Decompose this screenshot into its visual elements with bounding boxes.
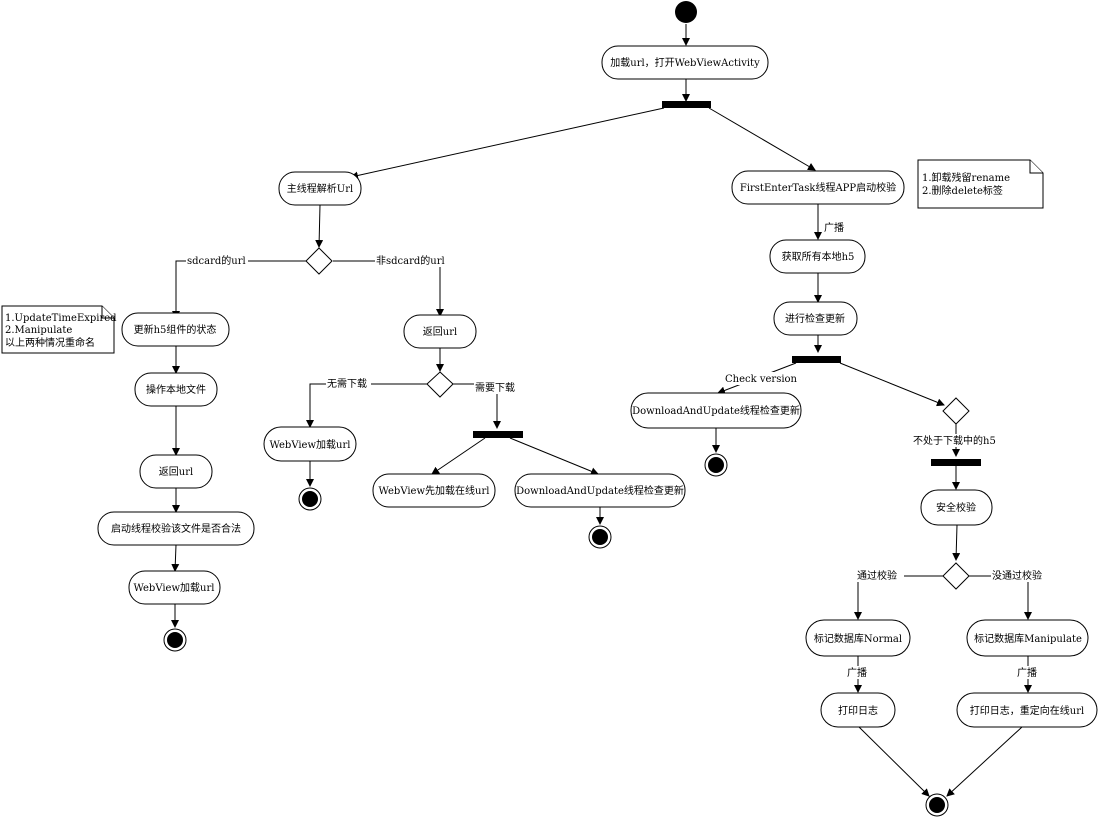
fork-bar-download xyxy=(473,431,523,438)
end-node-download-right xyxy=(704,453,728,477)
action-download-update-right-label: DownloadAndUpdate线程检查更新 xyxy=(632,404,800,417)
action-webview-online-first-label: WebView先加载在线url xyxy=(379,484,490,497)
label-non-sdcard-url: 非sdcard的url xyxy=(376,254,445,267)
action-first-enter-label: FirstEnterTask线程APP启动校验 xyxy=(740,181,896,194)
action-load-url: 加载url，打开WebViewActivity xyxy=(601,45,769,80)
action-print-log-redirect: 打印日志，重定向在线url xyxy=(956,692,1098,728)
action-update-h5-state: 更新h5组件的状态 xyxy=(121,312,230,347)
action-mark-manipulate-label: 标记数据库Manipulate xyxy=(974,632,1082,645)
action-download-update-right: DownloadAndUpdate线程检查更新 xyxy=(630,392,802,429)
action-operate-local-file-label: 操作本地文件 xyxy=(146,383,206,396)
action-mark-normal: 标记数据库Normal xyxy=(805,619,911,657)
action-download-update-mid-label: DownloadAndUpdate线程检查更新 xyxy=(516,484,684,497)
end-node-left xyxy=(163,628,187,652)
action-mark-normal-label: 标记数据库Normal xyxy=(814,632,902,645)
label-no-download: 无需下载 xyxy=(327,378,367,390)
note-left-line-3: 以上两种情况重命名 xyxy=(5,336,95,349)
action-return-url-mid: 返回url xyxy=(403,314,477,349)
edge-fork-main xyxy=(350,107,665,180)
action-validate-file-label: 启动线程校验该文件是否合法 xyxy=(111,522,241,535)
end-node-bottom xyxy=(925,793,949,817)
note-left-line-2: 2.Manipulate xyxy=(5,325,72,336)
edge-labels: sdcard的url 非sdcard的url 无需下载 需要下载 广播 Chec… xyxy=(186,221,1049,679)
edge-security-decision xyxy=(952,524,961,561)
action-print-log: 打印日志 xyxy=(820,692,896,728)
action-main-parse: 主线程解析Url xyxy=(278,171,362,206)
edge-logredirect-end xyxy=(946,726,1023,797)
action-check-update: 进行检查更新 xyxy=(773,301,858,336)
edges xyxy=(171,24,1032,797)
edge-validate-webview xyxy=(171,544,180,572)
note-right-line-2: 2.删除delete标签 xyxy=(922,184,1003,197)
edge-fork-online xyxy=(431,437,486,475)
start-node xyxy=(675,1,697,23)
note-left-line-1: 1.UpdateTimeExpired xyxy=(5,313,117,324)
label-broadcast-3: 广播 xyxy=(1017,666,1037,679)
action-validate-file: 启动线程校验该文件是否合法 xyxy=(97,511,255,546)
decision-downloading xyxy=(942,397,970,425)
note-left: 1.UpdateTimeExpired 2.Manipulate 以上两种情况重… xyxy=(1,305,117,354)
action-get-local-h5-label: 获取所有本地h5 xyxy=(782,250,855,263)
action-webview-load-mid: WebView加载url xyxy=(263,426,357,462)
action-security-check-label: 安全校验 xyxy=(936,501,976,514)
edge-fork-download xyxy=(509,437,599,476)
edge-decision-sdcard xyxy=(172,260,306,319)
edge-decision-nonsdcard xyxy=(333,260,444,317)
label-sdcard-url: sdcard的url xyxy=(187,254,246,267)
action-operate-local-file: 操作本地文件 xyxy=(134,372,218,407)
action-mark-manipulate: 标记数据库Manipulate xyxy=(966,619,1089,657)
action-check-update-label: 进行检查更新 xyxy=(785,312,845,325)
action-print-log-label: 打印日志 xyxy=(838,704,878,717)
action-update-h5-state-label: 更新h5组件的状态 xyxy=(134,323,217,336)
edge-fork-first xyxy=(708,107,816,171)
edge-decision-nodownload xyxy=(306,383,427,428)
decision-sdcard xyxy=(305,247,333,275)
fork-bar-top xyxy=(662,101,711,108)
action-load-url-label: 加载url，打开WebViewActivity xyxy=(610,56,760,69)
label-not-passed: 没通过校验 xyxy=(992,569,1042,582)
edge-decision-notpassed xyxy=(969,575,1032,620)
decision-security xyxy=(942,562,970,590)
action-first-enter: FirstEnterTask线程APP启动校验 xyxy=(731,170,905,205)
action-print-log-redirect-label: 打印日志，重定向在线url xyxy=(970,704,1084,717)
label-not-downloading: 不处于下载中的h5 xyxy=(913,434,996,447)
edge-main-decision xyxy=(315,204,324,248)
label-broadcast-2: 广播 xyxy=(847,666,867,679)
note-right-line-1: 1.卸载残留rename xyxy=(922,171,1010,184)
fork-bar-security xyxy=(931,459,981,466)
action-webview-load-left-label: WebView加载url xyxy=(134,582,215,594)
action-download-update-mid: DownloadAndUpdate线程检查更新 xyxy=(514,473,686,508)
label-need-download: 需要下载 xyxy=(475,382,515,394)
end-node-mid xyxy=(298,487,322,511)
action-webview-online-first: WebView先加载在线url xyxy=(372,473,496,508)
action-return-url-mid-label: 返回url xyxy=(423,326,457,338)
edge-fork-decision-right xyxy=(839,362,945,407)
action-webview-load-left: WebView加载url xyxy=(128,570,221,605)
action-return-url-left-label: 返回url xyxy=(159,466,193,478)
edge-log-end xyxy=(858,726,930,797)
action-get-local-h5: 获取所有本地h5 xyxy=(769,239,866,274)
decision-download xyxy=(426,371,454,398)
fork-bar-update xyxy=(792,356,841,363)
note-right: 1.卸载残留rename 2.删除delete标签 xyxy=(917,159,1044,209)
action-webview-load-mid-label: WebView加载url xyxy=(270,439,351,451)
label-passed: 通过校验 xyxy=(857,569,897,582)
edge-decision-passed xyxy=(854,575,943,620)
action-return-url-left: 返回url xyxy=(139,454,213,489)
action-security-check: 安全校验 xyxy=(920,489,993,526)
label-check-version: Check version xyxy=(725,374,798,385)
end-node-download-mid xyxy=(588,525,612,549)
label-broadcast-1: 广播 xyxy=(824,221,844,234)
action-main-parse-label: 主线程解析Url xyxy=(287,182,353,195)
